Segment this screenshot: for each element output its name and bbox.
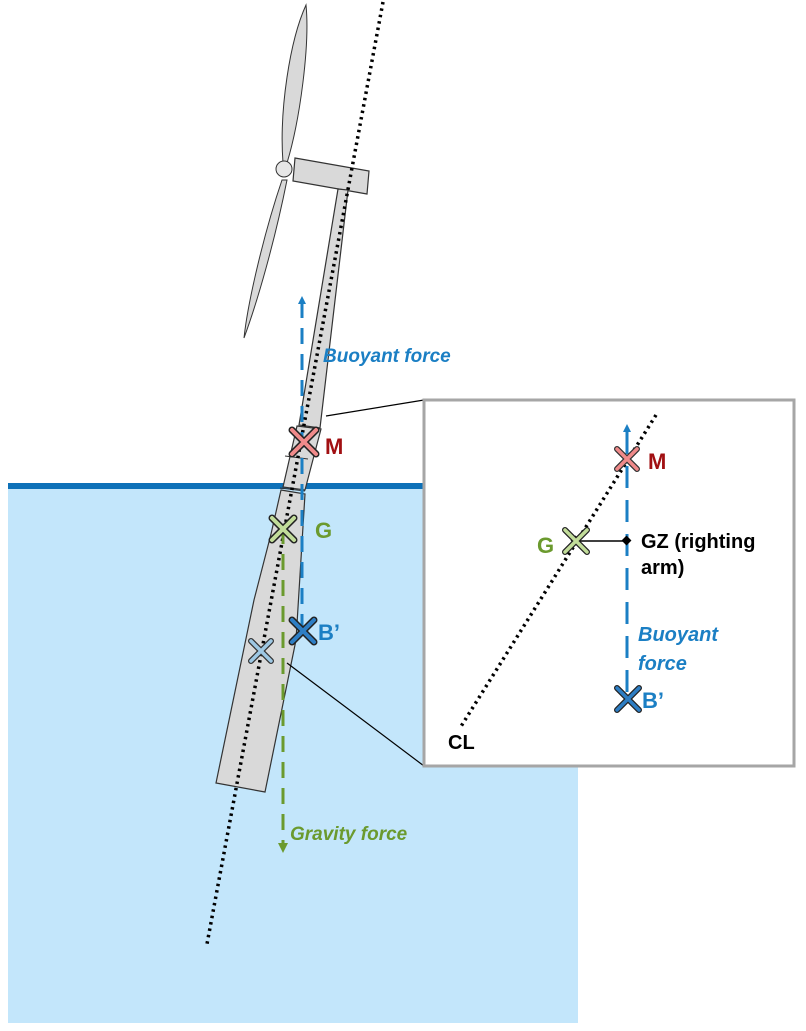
centerline-label: CL: [448, 732, 475, 754]
inset-metacenter-marker: [614, 446, 640, 472]
turbine-nacelle: [292, 157, 370, 195]
turbine-blade-lower: [243, 179, 288, 339]
center-of-buoyancy-marker: [288, 616, 318, 646]
turbine-tower: [298, 188, 349, 429]
inset-callout-line: [286, 662, 425, 767]
center-of-gravity-label: G: [315, 518, 332, 543]
inset-frame: [422, 398, 796, 768]
inset-buoyancy-marker: [614, 685, 642, 713]
buoyant-force-label: Buoyant force: [323, 346, 451, 367]
righting-arm-end-right: [621, 535, 632, 546]
inset-buoyant-force-label: Buoyant force: [638, 624, 724, 675]
inset-centerline: [458, 414, 658, 729]
metacenter-marker: [288, 426, 320, 458]
metacenter-label: M: [325, 434, 343, 459]
gravity-force-label: Gravity force: [290, 824, 408, 845]
righting-arm-label: GZ (righting arm): [641, 531, 761, 579]
turbine-blade-upper: [281, 3, 308, 164]
inset-metacenter-label: M: [648, 449, 666, 474]
inset-buoyancy-label: B’: [642, 688, 664, 713]
original-buoyancy-marker: [248, 638, 274, 664]
inset-gravity-label: G: [537, 533, 554, 558]
center-of-buoyancy-label: B’: [318, 620, 340, 645]
inset-callout-line: [325, 399, 425, 417]
inset-gravity-marker: [562, 527, 590, 555]
turbine-hub: [275, 160, 293, 178]
center-of-gravity-marker: [268, 514, 298, 544]
inset-zoom-panel: M G GZ (righting arm) Buoyant force B’ C…: [422, 398, 796, 768]
